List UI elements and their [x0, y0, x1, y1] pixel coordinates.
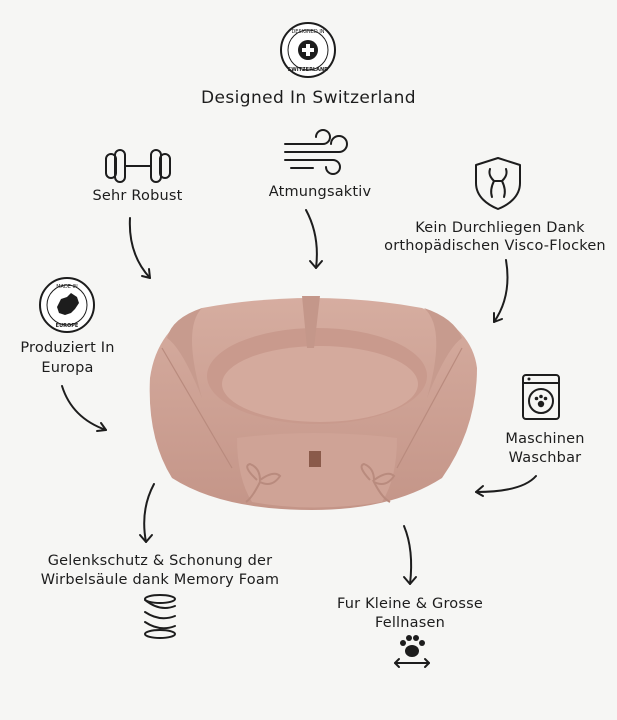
badge-top-text: DESIGNED IN	[291, 29, 324, 35]
feature-europe-1: Produziert In	[20, 340, 115, 356]
wind-icon	[284, 129, 348, 175]
arrow-robust	[128, 217, 151, 279]
feature-robust: Sehr Robust	[92, 188, 183, 204]
arrow-washable	[475, 475, 537, 497]
feature-size-1: Fur Kleine & Grosse	[336, 596, 483, 612]
feature-washable-1: Maschinen	[505, 431, 585, 447]
arrow-size	[403, 525, 417, 585]
feature-washable-2: Waschbar	[508, 450, 582, 466]
arrow-europe	[61, 385, 107, 432]
dog-bed-image	[149, 296, 477, 510]
europe-badge-top-text: MADE IN	[56, 284, 78, 290]
feature-joint-1: Gelenkschutz & Schonung der	[47, 553, 273, 569]
arrow-breathable	[305, 209, 323, 269]
feature-orthopedic-2: orthopädischen Visco-Flocken	[384, 238, 606, 254]
switzerland-badge-icon: DESIGNED IN SWITZERLAND	[280, 22, 336, 78]
arrow-joint	[139, 483, 155, 543]
arrow-orthopedic	[493, 259, 509, 323]
made-in-europe-badge-icon: MADE IN EUROPE	[39, 277, 95, 333]
page-title: Designed In Switzerland	[201, 88, 416, 108]
feature-orthopedic-1: Kein Durchliegen Dank	[415, 220, 585, 236]
badge-bottom-text: SWITZERLAND	[288, 67, 329, 73]
spring-icon	[144, 594, 176, 639]
washing-machine-icon	[522, 374, 560, 420]
europe-badge-bottom-text: EUROPE	[56, 323, 79, 329]
feature-europe-2: Europa	[41, 360, 94, 376]
joint-shield-icon	[475, 157, 521, 210]
feature-joint-2: Wirbelsäule dank Memory Foam	[40, 572, 280, 588]
feature-breathable: Atmungsaktiv	[268, 184, 372, 200]
feature-size-2: Fellnasen	[374, 615, 446, 631]
dumbbell-icon	[105, 149, 171, 183]
paw-size-icon	[394, 635, 430, 668]
